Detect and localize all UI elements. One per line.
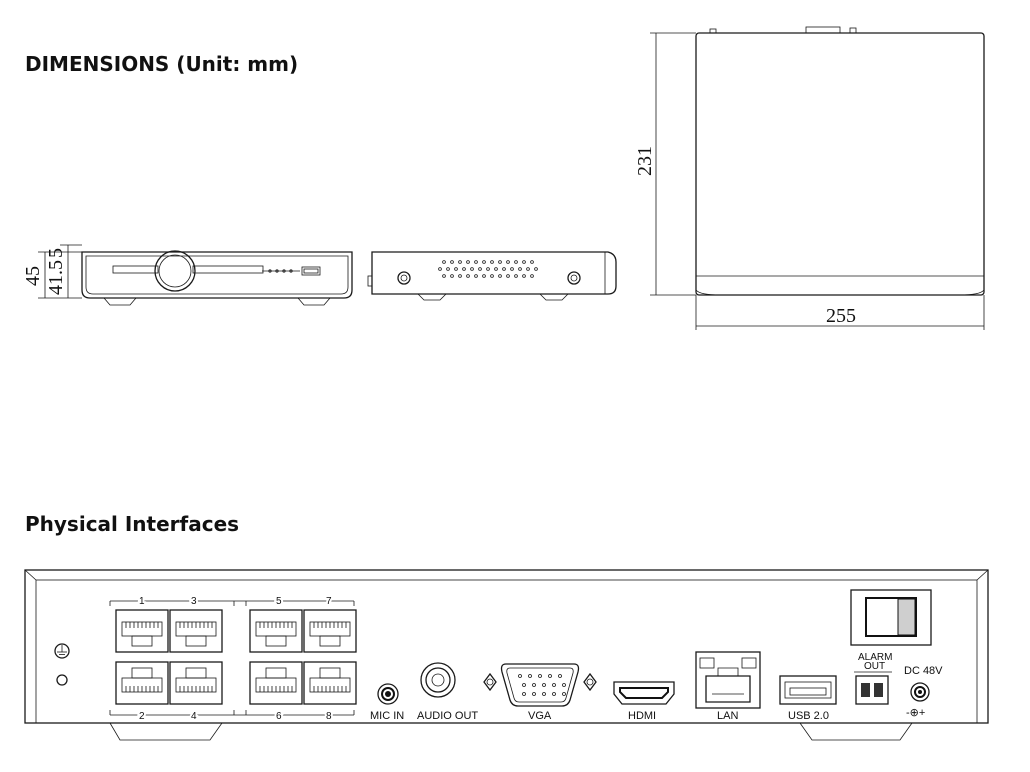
port-number-2: 2 xyxy=(139,711,145,722)
dc-jack-icon xyxy=(910,682,930,702)
port-number-7: 7 xyxy=(326,596,332,607)
dc-polarity-label: -⊕+ xyxy=(906,707,925,719)
audio-out-jack-icon xyxy=(420,662,456,698)
rj45-port-group-2 xyxy=(249,609,357,705)
alarm-label-line2: OUT xyxy=(864,661,885,672)
height-foot-label: 5 xyxy=(45,248,67,258)
port-number-5: 5 xyxy=(276,596,282,607)
usb-label: USB 2.0 xyxy=(788,710,829,722)
lan-label: LAN xyxy=(717,710,738,722)
rj45-port-icon xyxy=(249,661,303,705)
vga-port-icon xyxy=(483,663,597,707)
rj45-port-icon xyxy=(115,609,169,653)
vent-holes xyxy=(438,260,538,278)
port-number-8: 8 xyxy=(326,711,332,722)
front-view xyxy=(81,250,353,306)
poe-port-labels: 1 3 5 7 2 4 6 8 xyxy=(109,594,355,724)
audio-out-label: AUDIO OUT xyxy=(417,710,478,722)
ground-screw xyxy=(56,674,68,686)
ground-icon xyxy=(54,643,70,659)
rj45-port-group-1 xyxy=(115,609,223,705)
rj45-port-icon xyxy=(303,609,357,653)
dimensions-heading: DIMENSIONS (Unit: mm) xyxy=(25,52,299,76)
usb-port-icon xyxy=(779,675,837,705)
dc-label: DC 48V xyxy=(904,665,943,677)
alarm-label-line1: ALARM xyxy=(858,652,892,663)
height-body-label: 41.5 xyxy=(45,260,67,295)
port-number-1: 1 xyxy=(139,596,145,607)
port-number-6: 6 xyxy=(276,711,282,722)
mic-in-label: MIC IN xyxy=(370,710,404,722)
lan-port-icon xyxy=(695,651,761,709)
rj45-port-icon xyxy=(115,661,169,705)
physical-interfaces-heading: Physical Interfaces xyxy=(25,512,240,536)
port-number-3: 3 xyxy=(191,596,197,607)
height-dimension: 45 41.5 5 xyxy=(22,244,82,299)
power-switch-icon xyxy=(850,589,932,646)
port-number-4: 4 xyxy=(191,711,197,722)
rj45-port-icon xyxy=(303,661,357,705)
hdmi-label: HDMI xyxy=(628,710,656,722)
depth-label: 231 xyxy=(634,146,656,176)
top-view xyxy=(695,26,985,296)
rj45-port-icon xyxy=(249,609,303,653)
mic-in-jack-icon xyxy=(377,683,399,705)
width-dimension: 255 xyxy=(695,295,985,330)
alarm-terminal-icon xyxy=(854,671,892,705)
hdmi-port-icon xyxy=(613,681,675,705)
rear-panel xyxy=(24,569,989,741)
height-total-label: 45 xyxy=(22,266,44,286)
rj45-port-icon xyxy=(169,661,223,705)
depth-dimension: 231 xyxy=(634,32,696,296)
side-view xyxy=(367,251,617,301)
rj45-port-icon xyxy=(169,609,223,653)
width-label: 255 xyxy=(826,305,856,327)
vga-label: VGA xyxy=(528,710,552,722)
